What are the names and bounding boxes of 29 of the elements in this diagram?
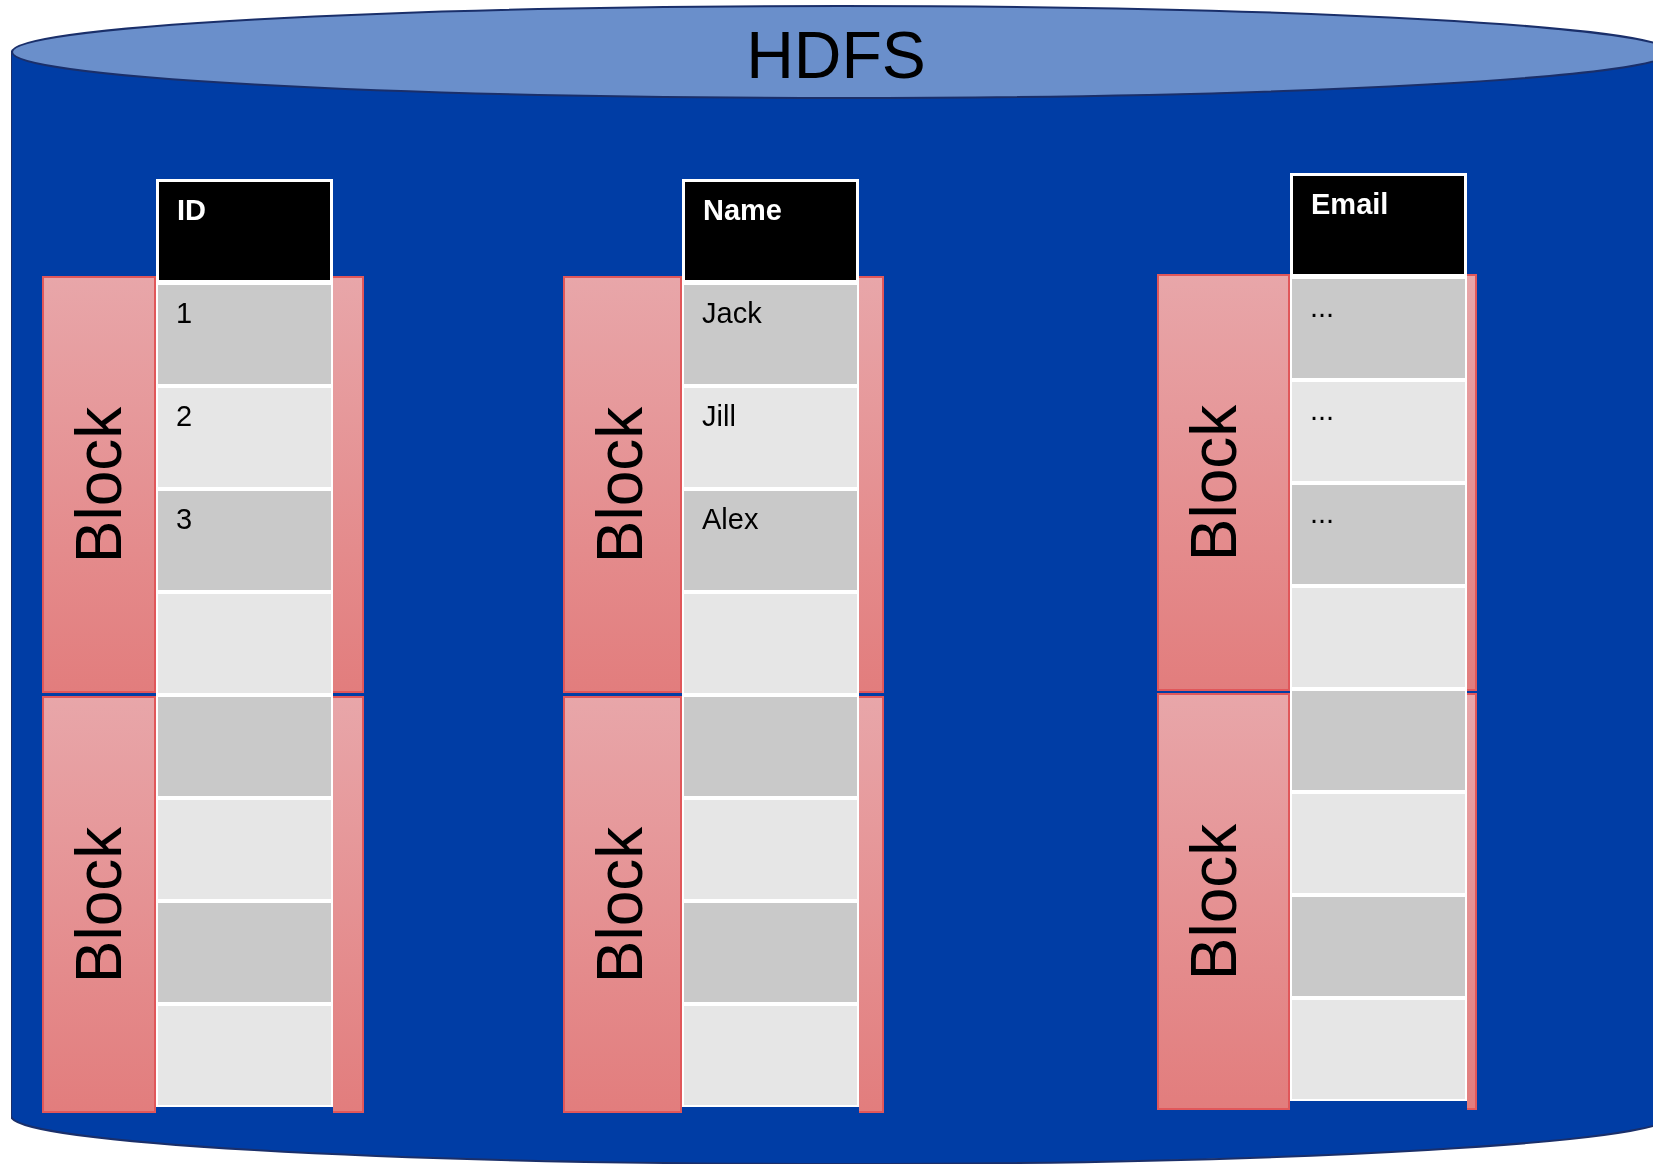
table-cell: Jill (682, 386, 859, 489)
table-cell: 3 (156, 489, 333, 592)
column-header: ID (156, 179, 333, 283)
block-label: Block (1182, 404, 1246, 561)
cylinder-title: HDFS (746, 22, 926, 88)
block-label: Block (588, 406, 652, 563)
table-column (682, 179, 859, 1107)
block-box (1157, 274, 1290, 691)
block-label: Block (67, 826, 131, 983)
table-cell: ... (1290, 483, 1467, 586)
block-label: Block (588, 826, 652, 983)
block-box (563, 696, 682, 1113)
table-column (1290, 173, 1467, 1101)
block-label: Block (67, 406, 131, 563)
table-cell: 1 (156, 283, 333, 386)
database-cylinder (11, 4, 1653, 1164)
block-box (1157, 693, 1290, 1110)
table-cell: 2 (156, 386, 333, 489)
block-box (42, 276, 156, 693)
block-box (42, 696, 156, 1113)
block-label: Block (1182, 823, 1246, 980)
table-column (156, 179, 333, 1107)
table-cell: ... (1290, 380, 1467, 483)
table-cell: ... (1290, 277, 1467, 380)
table-cell: Alex (682, 489, 859, 592)
block-box (563, 276, 682, 693)
table-cell: Jack (682, 283, 859, 386)
column-header: Email (1290, 173, 1467, 277)
column-header: Name (682, 179, 859, 283)
